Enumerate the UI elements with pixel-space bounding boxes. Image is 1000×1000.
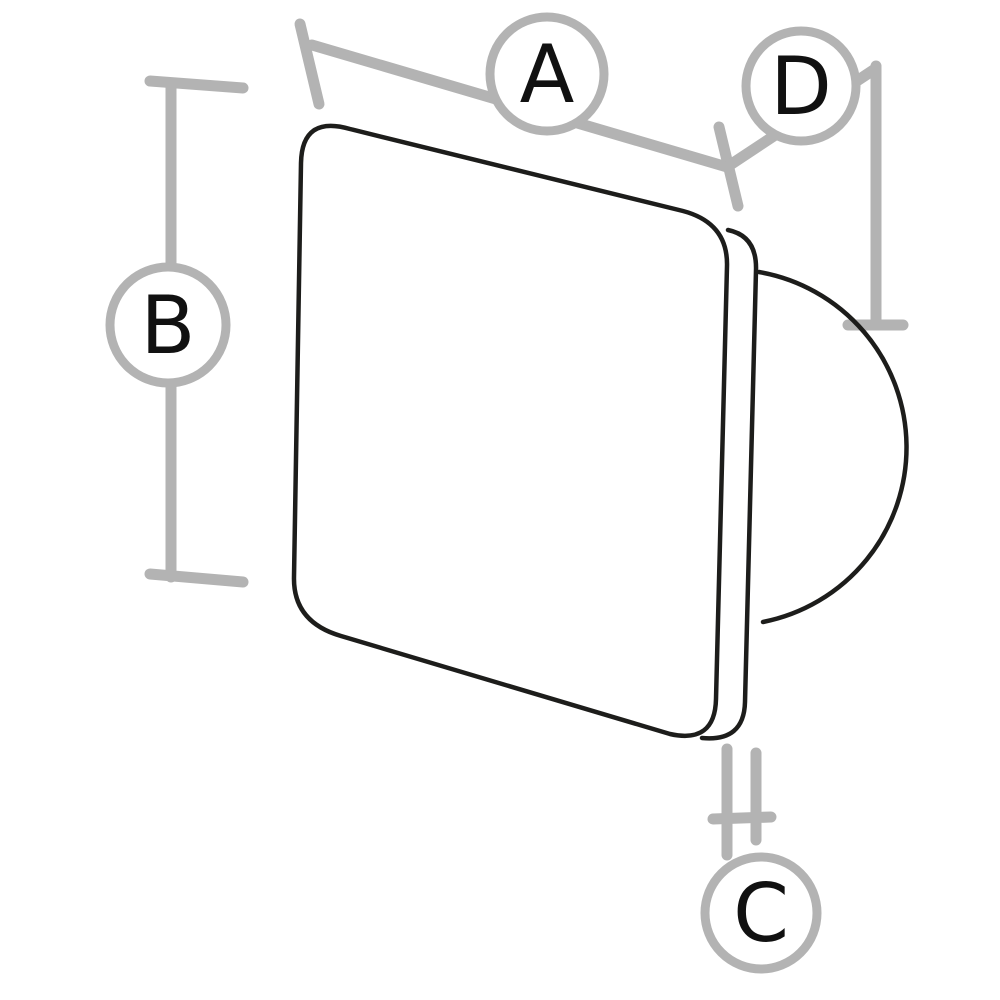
dimension-d-badge: D xyxy=(741,26,861,146)
dimension-b-tick-top xyxy=(144,75,249,94)
dimension-a-badge-circle xyxy=(485,12,609,136)
dimension-lines xyxy=(144,18,909,861)
dimension-badges: A D B C xyxy=(105,12,861,974)
dimension-d-label: D xyxy=(770,40,832,133)
dimension-c-tick xyxy=(707,811,777,825)
dimension-b-badge: B xyxy=(105,262,231,388)
dimension-c-badge: C xyxy=(700,852,822,974)
fan-outline xyxy=(291,123,909,741)
fan-front-panel xyxy=(291,123,730,738)
dimension-a-label: A xyxy=(520,28,575,121)
dimension-b-tick-bottom xyxy=(144,568,249,588)
dimension-b-badge-circle xyxy=(105,262,231,388)
dimension-c-badge-circle xyxy=(700,852,822,974)
fan-side-edge xyxy=(699,227,759,741)
fan-duct-outline xyxy=(756,269,909,625)
dimension-d-badge-circle xyxy=(741,26,861,146)
dimension-b-label: B xyxy=(141,279,196,372)
dimension-c-label: C xyxy=(733,867,789,960)
dimension-a-badge: A xyxy=(485,12,609,136)
dimension-a-tick-left xyxy=(294,18,325,110)
